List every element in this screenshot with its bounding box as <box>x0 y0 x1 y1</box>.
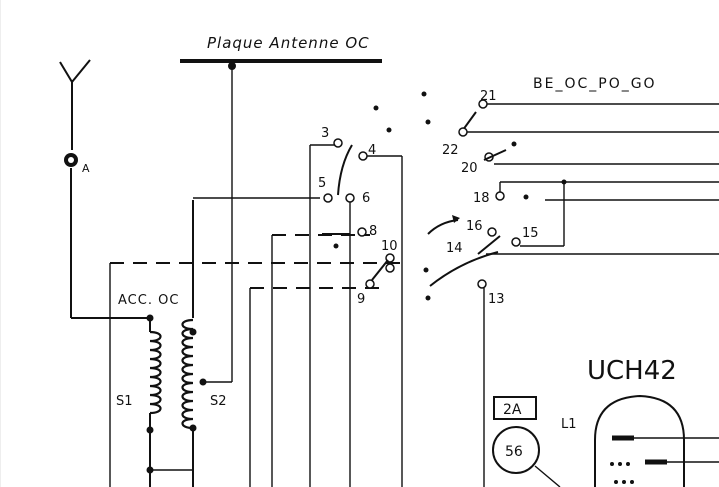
antenna-symbol <box>59 59 150 319</box>
tube-uch42 <box>594 394 719 487</box>
contact-5: 5 <box>318 176 326 191</box>
antenna-terminal-label: A <box>82 162 90 175</box>
tube-pin-label: L1 <box>561 417 577 432</box>
component-circle-label: 56 <box>505 444 523 460</box>
antenna-plate <box>180 59 382 383</box>
wafer-switch-left <box>322 91 431 487</box>
contact-22: 22 <box>442 143 459 158</box>
wafer-switch-right <box>427 99 719 487</box>
contact-16: 16 <box>466 219 483 234</box>
band-switch-title: BE_OC_PO_GO <box>533 76 657 92</box>
contact-18: 18 <box>473 191 490 206</box>
coil-s2-label: S2 <box>210 394 227 409</box>
contact-3: 3 <box>321 126 329 141</box>
contact-13: 13 <box>488 292 505 307</box>
dashed-bus-lines <box>109 144 400 487</box>
contact-6: 6 <box>362 191 370 206</box>
contact-14: 14 <box>446 241 463 256</box>
coil-assembly-label: ACC. OC <box>118 293 179 308</box>
coil-s2 <box>181 200 207 487</box>
contact-4: 4 <box>368 143 376 158</box>
contact-15: 15 <box>522 226 539 241</box>
resistor-box <box>493 396 537 420</box>
antenna-plate-label: Plaque Antenne OC <box>207 34 370 52</box>
coil-s1 <box>146 314 162 487</box>
contact-21: 21 <box>480 89 497 104</box>
resistor-box-label: 2A <box>503 402 522 418</box>
contact-9: 9 <box>357 292 365 307</box>
tube-name: UCH42 <box>587 356 677 386</box>
contact-8: 8 <box>369 224 377 239</box>
coil-s1-label: S1 <box>116 394 133 409</box>
contact-20: 20 <box>461 161 478 176</box>
component-circle <box>492 426 561 487</box>
contact-10: 10 <box>381 239 398 254</box>
